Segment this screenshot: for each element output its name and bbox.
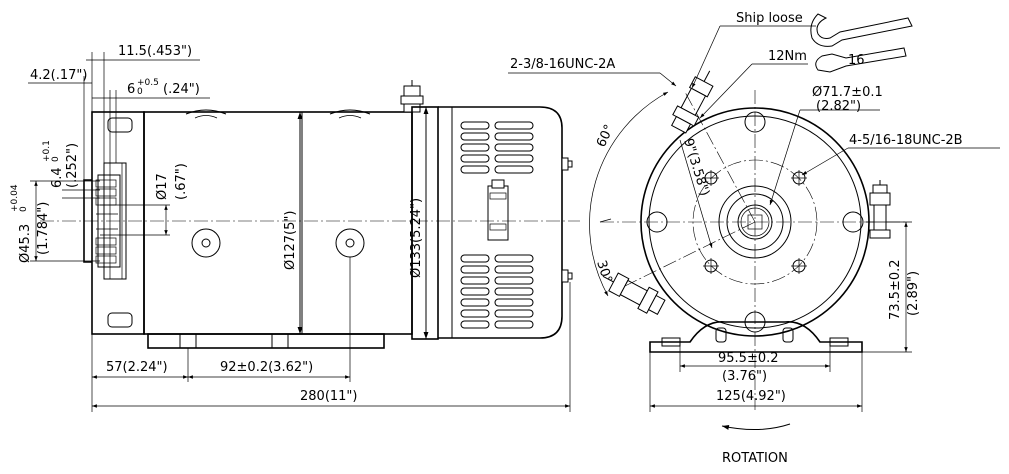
- rotation-arrow: [721, 423, 791, 431]
- dim-95-5: 95.5±0.2: [718, 351, 779, 366]
- shaft-spline: [95, 179, 118, 264]
- unc-38: 2-3/8-16UNC-2A: [510, 57, 615, 72]
- body-bolt-right: [335, 228, 365, 258]
- wrench-icon: 16: [810, 13, 913, 73]
- svg-text:(.67"): (.67"): [174, 163, 189, 200]
- svg-text:+0.04: +0.04: [10, 184, 20, 212]
- svg-text:0: 0: [19, 206, 29, 212]
- dim-17: Ø17: [155, 173, 170, 200]
- dim-92: 92±0.2(3.62"): [220, 360, 313, 375]
- end-cap: [438, 106, 563, 339]
- torque-12nm: 12Nm: [768, 49, 807, 64]
- dim-127: Ø127(5"): [283, 211, 298, 270]
- rotation-label: ROTATION: [722, 451, 788, 466]
- base-plate: [147, 333, 385, 349]
- dim-4-2: 4.2(.17"): [30, 68, 87, 83]
- body-bolt-left: [191, 228, 221, 258]
- terminal-60deg: [670, 70, 714, 134]
- dim-71-7: Ø71.7±0.1: [812, 85, 883, 100]
- dim-125: 125(4.92"): [716, 389, 786, 404]
- dim-11-5: 11.5(.453"): [118, 44, 192, 59]
- side-view: [40, 80, 580, 349]
- svg-text:(.24"): (.24"): [163, 82, 200, 97]
- dim-6: 6: [127, 82, 135, 97]
- svg-text:+0.5: +0.5: [137, 78, 159, 88]
- svg-text:0: 0: [137, 87, 143, 97]
- end-flange: [91, 111, 145, 335]
- svg-text:(2.82"): (2.82"): [816, 99, 861, 114]
- svg-text:(3.76"): (3.76"): [722, 369, 767, 384]
- svg-text:0: 0: [51, 156, 61, 162]
- radius-9: 9"(3.58"): [680, 137, 712, 198]
- svg-text:(2.89"): (2.89"): [906, 271, 921, 316]
- svg-text:(.252"): (.252"): [65, 143, 80, 188]
- svg-text:(1.784"): (1.784"): [36, 202, 51, 255]
- unc-516: 4-5/16-18UNC-2B: [849, 133, 963, 148]
- dim-57: 57(2.24"): [106, 360, 168, 375]
- vent-slots: [460, 121, 534, 329]
- angle-30: 30°: [593, 259, 614, 286]
- dim-280: 280(11"): [300, 389, 357, 404]
- svg-text:+0.1: +0.1: [42, 140, 52, 162]
- ship-loose: Ship loose: [736, 11, 803, 26]
- dim-73-5: 73.5±0.2: [888, 259, 903, 320]
- motor-body: [143, 111, 413, 335]
- right-terminal: [869, 180, 891, 239]
- end-view: 60° 30° 9"(3.58") Ø71.7±0.1 (2.82") 4-5/…: [508, 11, 1000, 466]
- dim-6-4: 6.4: [50, 167, 65, 188]
- dim-45-3: Ø45.3: [18, 224, 33, 263]
- wrench-size-16: 16: [848, 53, 865, 68]
- angle-60: 60°: [594, 122, 617, 149]
- mounting-foot: [649, 321, 863, 353]
- dim-133: Ø133(5.24"): [409, 198, 424, 278]
- side-dimensions: 11.5(.453") 4.2(.17") 6 +0.5 0 (.24") 6.…: [10, 44, 571, 412]
